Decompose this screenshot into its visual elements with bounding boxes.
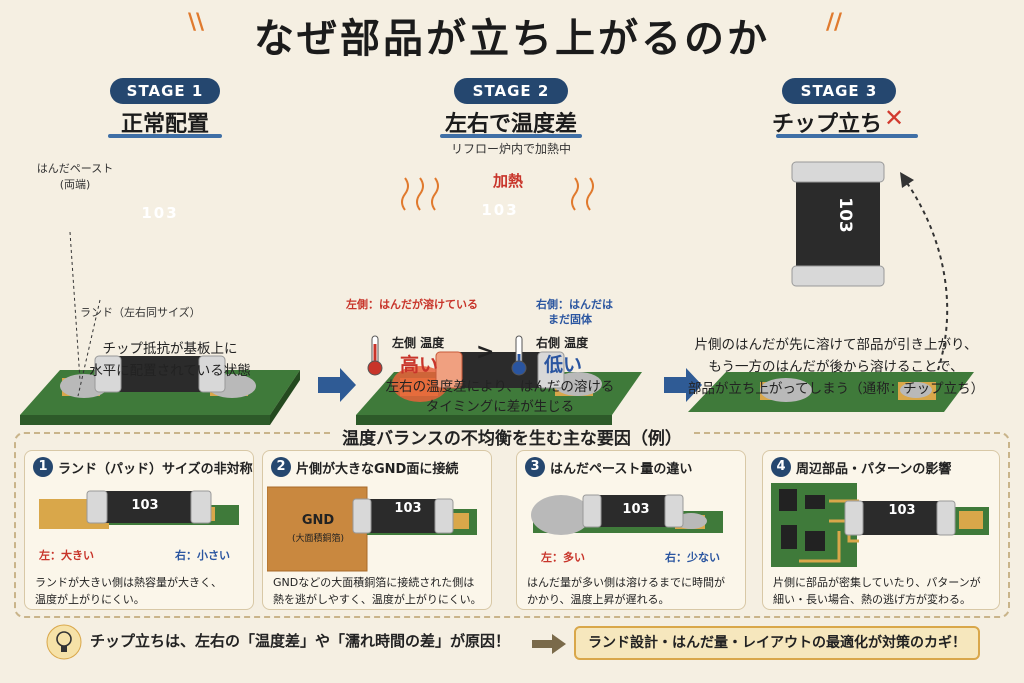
- arrow-right-icon: [664, 368, 702, 402]
- stage2-badge: STAGE 2: [454, 78, 568, 104]
- stage2-desc-1: 左右の温度差により、はんだの溶ける: [385, 379, 615, 395]
- factor-number: 1: [33, 457, 53, 477]
- factor-1-illustration: [39, 490, 239, 529]
- paste-label: はんだペースト: [36, 162, 114, 175]
- stage1-desc-2: 水平に配置されている状態: [89, 363, 251, 379]
- stage3-heading: チップ立ち: [772, 112, 883, 137]
- right-temp-value: 低い: [544, 354, 583, 376]
- factor-title: はんだペースト量の違い: [550, 461, 693, 477]
- stage3-underline: [776, 134, 918, 138]
- title-sparkle-left: \\: [188, 10, 205, 35]
- factor-chip-code: 103: [622, 502, 650, 517]
- factor-text-1: 片側に部品が密集していたり、パターンが: [773, 576, 981, 589]
- land-label: ランド（左右同サイズ）: [80, 306, 201, 319]
- right-temp-title: 右側 温度: [536, 336, 589, 350]
- factor-text-2: かかり、温度上昇が遅れる。: [527, 593, 670, 606]
- factor-chip-code: 103: [394, 501, 422, 516]
- stage2-chip-code: 103: [481, 201, 519, 219]
- stage3-chip-code: 103: [835, 197, 855, 233]
- stage1-underline: [108, 134, 222, 138]
- lightbulb-icon: [46, 624, 82, 660]
- factor-right-label: 右：小さい: [175, 549, 230, 562]
- factor-text-1: GNDなどの大面積銅箔に接続された側は: [273, 576, 475, 589]
- stage1-chip-code: 103: [141, 204, 179, 222]
- factor-text-2: 温度が上がりにくい。: [35, 593, 145, 606]
- stage3-desc-3: 部品が立ち上がってしまう（通称：チップ立ち）: [687, 381, 985, 397]
- factor-2-illustration: [267, 486, 477, 572]
- title-sparkle-right: //: [826, 10, 843, 35]
- factor-title: ランド（パッド）サイズの非対称: [58, 461, 253, 477]
- stage3-desc-2: もう一方のはんだが後から溶けることで、: [708, 359, 964, 375]
- stage2-sub: リフロー炉内で加熱中: [450, 142, 571, 156]
- factor-chip-code: 103: [888, 503, 916, 518]
- gnd-sub-label: (大面積銅箔): [291, 534, 345, 544]
- arrow-right-icon: [318, 368, 356, 402]
- right-solid-note-1: 右側：はんだは: [536, 298, 613, 311]
- stage-illustrations: [20, 161, 974, 425]
- factor-card-3: 3 はんだペースト量の違い 103 左：多い 右：少ない はんだ量が多い側は溶ける…: [516, 450, 746, 610]
- stage3-desc-1: 片側のはんだが先に溶けて部品が引き上がり、: [694, 337, 978, 353]
- cross-icon: ✕: [884, 104, 905, 132]
- factor-text-1: はんだ量が多い側は溶けるまでに時間が: [527, 576, 725, 589]
- factor-left-label: 左：多い: [541, 551, 585, 564]
- stage1-heading: 正常配置: [120, 112, 209, 137]
- factor-text-2: 熱を逃がしやすく、温度が上がりにくい。: [273, 593, 482, 606]
- factors-title: 温度バランスの不均衡を生む主な要因（例）: [0, 424, 1024, 449]
- stage1-badge: STAGE 1: [110, 78, 220, 104]
- factor-card-head: 3 はんだペースト量の違い: [525, 457, 692, 477]
- factor-card-2: 2 片側が大きなGND面に接続 GND (大面積銅箔) 103 GNDなどの大面積…: [262, 450, 492, 610]
- factor-chip-code: 103: [131, 498, 159, 513]
- factor-title: 周辺部品・パターンの影響: [796, 461, 952, 477]
- factor-3-illustration: [531, 494, 723, 535]
- factor-title: 片側が大きなGND面に接続: [296, 461, 459, 477]
- left-temp-value: 高い: [400, 354, 439, 376]
- factor-card-1: 1 ランド（パッド）サイズの非対称 103 左：大きい 右：小さい ランドが大きい…: [24, 450, 254, 610]
- left-melt-note: 左側：はんだが溶けている: [346, 298, 478, 311]
- arrow-right-icon: [532, 634, 566, 654]
- factor-card-head: 4 周辺部品・パターンの影響: [771, 457, 951, 477]
- factor-card-head: 2 片側が大きなGND面に接続: [271, 457, 458, 477]
- stage3-board: [688, 161, 974, 412]
- factor-number: 2: [271, 457, 291, 477]
- factor-card-head: 1 ランド（パッド）サイズの非対称: [33, 457, 253, 477]
- solution-box: ランド設計・はんだ量・レイアウトの最適化が対策のカギ！: [574, 626, 980, 660]
- factor-text-1: ランドが大きい側は熱容量が大きく、: [35, 576, 222, 589]
- paste-sub-label: (両端): [59, 178, 91, 191]
- stage2-heading: 左右で温度差: [444, 112, 577, 137]
- heat-label: 加熱: [492, 172, 523, 190]
- stage3-badge: STAGE 3: [782, 78, 896, 104]
- stage1-board: [20, 231, 300, 425]
- conclusion-text: チップ立ちは、左右の「温度差」や「濡れ時間の差」が原因！: [90, 632, 511, 650]
- stage2-board: [356, 177, 642, 425]
- left-temp-title: 左側 温度: [392, 336, 445, 350]
- factor-4-illustration: [771, 483, 989, 567]
- page-title: なぜ部品が立ち上がるのか: [254, 16, 770, 62]
- stage2-desc-2: タイミングに差が生じる: [425, 399, 575, 415]
- factor-card-4: 4 周辺部品・パターンの影響 103 片側に部品が密集していたり、パターンが細い・…: [762, 450, 1000, 610]
- factor-text-2: 細い・長い場合、熱の逃げ方が変わる。: [773, 593, 971, 606]
- right-solid-note-2: まだ固体: [548, 313, 592, 326]
- compare-symbol: >: [476, 340, 495, 365]
- factor-number: 4: [771, 457, 791, 477]
- factor-number: 3: [525, 457, 545, 477]
- stage1-desc-1: チップ抵抗が基板上に: [102, 341, 238, 357]
- factor-left-label: 左：大きい: [39, 549, 94, 562]
- thermometer-hot-icon: [367, 335, 383, 376]
- stage2-underline: [440, 134, 582, 138]
- gnd-label: GND: [301, 513, 335, 528]
- thermometer-cold-icon: [511, 335, 527, 376]
- factor-right-label: 右：少ない: [665, 551, 720, 564]
